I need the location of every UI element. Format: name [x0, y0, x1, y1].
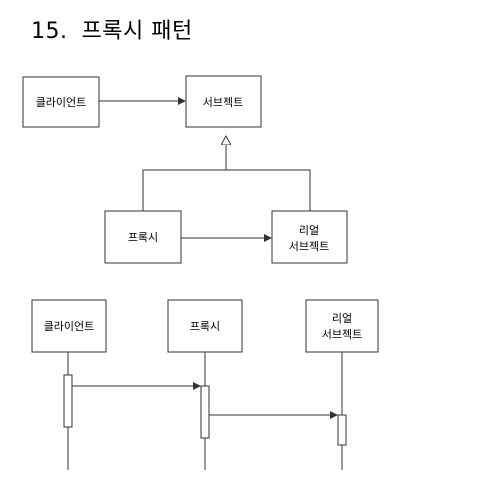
page-title: 15. 프록시 패턴: [31, 18, 193, 46]
real-subject-participant-label-line1: 리얼: [332, 311, 352, 325]
sequence-diagram: 클라이언트 프록시 리얼 서브젝트: [31, 299, 379, 470]
client-class-label: 클라이언트: [36, 96, 87, 109]
proxy-participant-box: 프록시: [167, 299, 243, 353]
title-text: 프록시 패턴: [81, 19, 193, 44]
real-subject-class-box: 리얼 서브젝트: [271, 210, 348, 264]
client-participant-label: 클라이언트: [44, 320, 95, 333]
subject-class-label: 서브젝트: [203, 96, 243, 109]
real-subject-class-label-line1: 리얼: [299, 223, 319, 237]
class-diagram: 클라이언트 서브젝트 프록시 리얼 서브젝트: [22, 75, 348, 264]
real-subject-class-label-line2: 서브젝트: [289, 240, 329, 253]
client-class-box: 클라이언트: [22, 76, 100, 128]
real-subject-participant-label-line2: 서브젝트: [322, 328, 362, 341]
real-subject-participant-box: 리얼 서브젝트: [305, 299, 379, 353]
real-subject-activation-bar: [337, 414, 347, 446]
proxy-activation-bar: [200, 385, 210, 439]
proxy-class-box: 프록시: [104, 210, 182, 264]
proxy-participant-label: 프록시: [190, 320, 220, 333]
client-participant-box: 클라이언트: [31, 299, 107, 353]
client-activation-bar: [63, 374, 73, 428]
inheritance-connector: [142, 169, 311, 211]
subject-class-box: 서브젝트: [185, 75, 262, 128]
proxy-class-label: 프록시: [128, 231, 158, 244]
title-number: 15.: [31, 19, 68, 44]
